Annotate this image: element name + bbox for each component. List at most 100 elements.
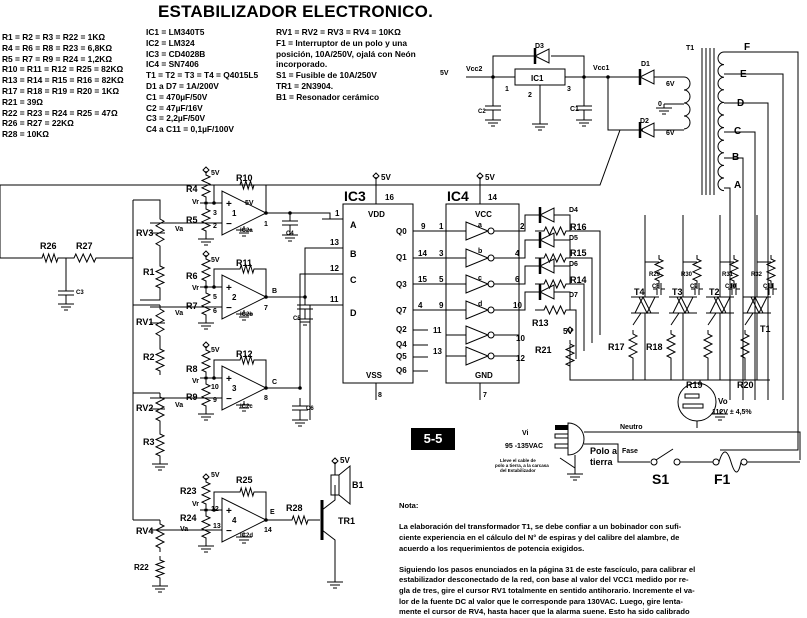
component-label: 5 — [213, 294, 217, 301]
component-label: R2 — [143, 352, 155, 362]
wire — [258, 268, 267, 297]
parts-list-line: R22 = R23 = R24 = R25 = 47Ω — [2, 107, 118, 118]
notes-line: acuerdo a los requerimientos de potencia… — [399, 543, 585, 553]
component-label: C8 — [652, 284, 660, 290]
plug-pin — [555, 425, 568, 430]
wire — [724, 73, 784, 400]
component-label: Polo a — [590, 446, 618, 456]
component-label: Q1 — [396, 253, 407, 262]
component-label: 9 — [421, 222, 426, 231]
plug-pin — [554, 443, 569, 449]
output-socket — [682, 403, 704, 409]
junction-dot — [212, 508, 216, 512]
wire — [584, 443, 650, 463]
junction-dot — [204, 376, 208, 380]
component-label: VCC — [475, 210, 492, 219]
wire — [724, 157, 744, 400]
inverter-gate — [465, 300, 490, 320]
component-label: R10 — [236, 173, 253, 183]
wire — [607, 77, 640, 131]
wire — [570, 230, 601, 335]
component-label: T1 — [760, 324, 771, 334]
triac-t2 — [713, 296, 731, 315]
wire — [290, 273, 322, 389]
gate-resistor — [627, 330, 639, 362]
component-label: 15 — [418, 275, 427, 284]
parts-list-line: C3 = 2,2µF/50V — [146, 113, 206, 124]
component-label: A — [734, 180, 741, 191]
parts-list-line: R5 = R7 = R9 = R24 = 1,2KΩ — [2, 53, 113, 64]
buzzer-b1 — [338, 464, 351, 506]
component-label: IC3 — [344, 188, 366, 204]
component-label: 11 — [330, 295, 339, 304]
wire — [0, 195, 38, 259]
notes-line: mente el cursor de RV4, hasta hacer que … — [399, 607, 690, 617]
component-label: c — [478, 275, 482, 282]
parts-list-line: IC4 = SN7406 — [146, 59, 199, 70]
parts-list-line: S1 = Fusible de 10A/250V — [276, 70, 377, 81]
opamp-ic2d — [221, 497, 268, 543]
snubber-resistor — [691, 255, 703, 285]
component-label: D7 — [569, 292, 578, 299]
component-label: 7 — [264, 305, 268, 312]
component-label: del Estabilizador — [500, 468, 536, 473]
component-label: 12 — [516, 354, 525, 363]
component-label: C9 — [690, 284, 698, 290]
notes-heading: Nota: — [399, 501, 419, 511]
component-label: Vr — [192, 199, 199, 206]
junction-dot — [264, 295, 268, 299]
component-label: 7 — [483, 392, 487, 399]
component-label: R1 — [143, 267, 155, 277]
junction-dot — [204, 285, 208, 289]
component-label: TR1 — [338, 516, 355, 526]
component-label: 2 — [528, 92, 532, 99]
resistor-r3 — [154, 430, 166, 460]
resistor-r27 — [70, 252, 100, 264]
component-label: R7 — [186, 301, 198, 311]
wire — [570, 257, 593, 343]
resistor — [200, 478, 212, 508]
wire — [559, 457, 576, 469]
component-label: 13 — [433, 347, 442, 356]
wire — [724, 102, 769, 400]
wire — [140, 292, 161, 301]
parts-list-line: R13 = R14 = R15 = R16 = 82KΩ — [2, 75, 124, 86]
component-label: IC2b — [240, 312, 253, 318]
junction-dot — [264, 386, 268, 390]
parts-list-line: R4 = R6 = R8 = R23 = 6,8KΩ — [2, 42, 113, 53]
component-label: R17 — [608, 342, 625, 352]
component-label: R16 — [570, 222, 587, 232]
minus-sign: − — [226, 303, 232, 314]
wire — [554, 214, 571, 231]
wire — [584, 431, 801, 460]
resistor-r15 — [540, 252, 570, 264]
component-label: 3 — [232, 384, 237, 393]
diode-d5 — [538, 232, 555, 248]
component-label: Va — [175, 402, 183, 409]
wire — [569, 345, 770, 381]
component-label: Fase — [622, 448, 638, 455]
component-label: C11 — [763, 284, 774, 290]
component-label: 13 — [330, 238, 339, 247]
component-label: 95 -135VAC — [505, 443, 543, 450]
junction-dot — [212, 201, 216, 205]
wire — [290, 212, 343, 220]
component-label: Q6 — [396, 366, 407, 375]
wire — [213, 359, 236, 378]
component-label: D — [350, 308, 357, 318]
parts-list-line: T1 = T2 = T3 = T4 = Q4015L5 — [146, 70, 259, 81]
component-label: R30 — [681, 272, 693, 278]
component-label: Vcc1 — [593, 65, 609, 72]
component-label: b — [478, 248, 482, 255]
diode-d6 — [538, 258, 555, 274]
resistor — [200, 171, 212, 201]
wire — [519, 291, 540, 311]
notes-line: Siguiendo los pasos enunciados en la pág… — [399, 564, 696, 574]
component-label: C10 — [725, 284, 737, 290]
junction-dot — [204, 201, 208, 205]
component-label: C1 — [570, 106, 579, 113]
supply-5v-icon — [202, 473, 210, 481]
parts-list-line: IC1 = LM340T5 — [146, 27, 205, 37]
wire — [258, 184, 267, 213]
notes-line: gla de tres, gire el cursor RV1 totalmen… — [399, 585, 695, 595]
